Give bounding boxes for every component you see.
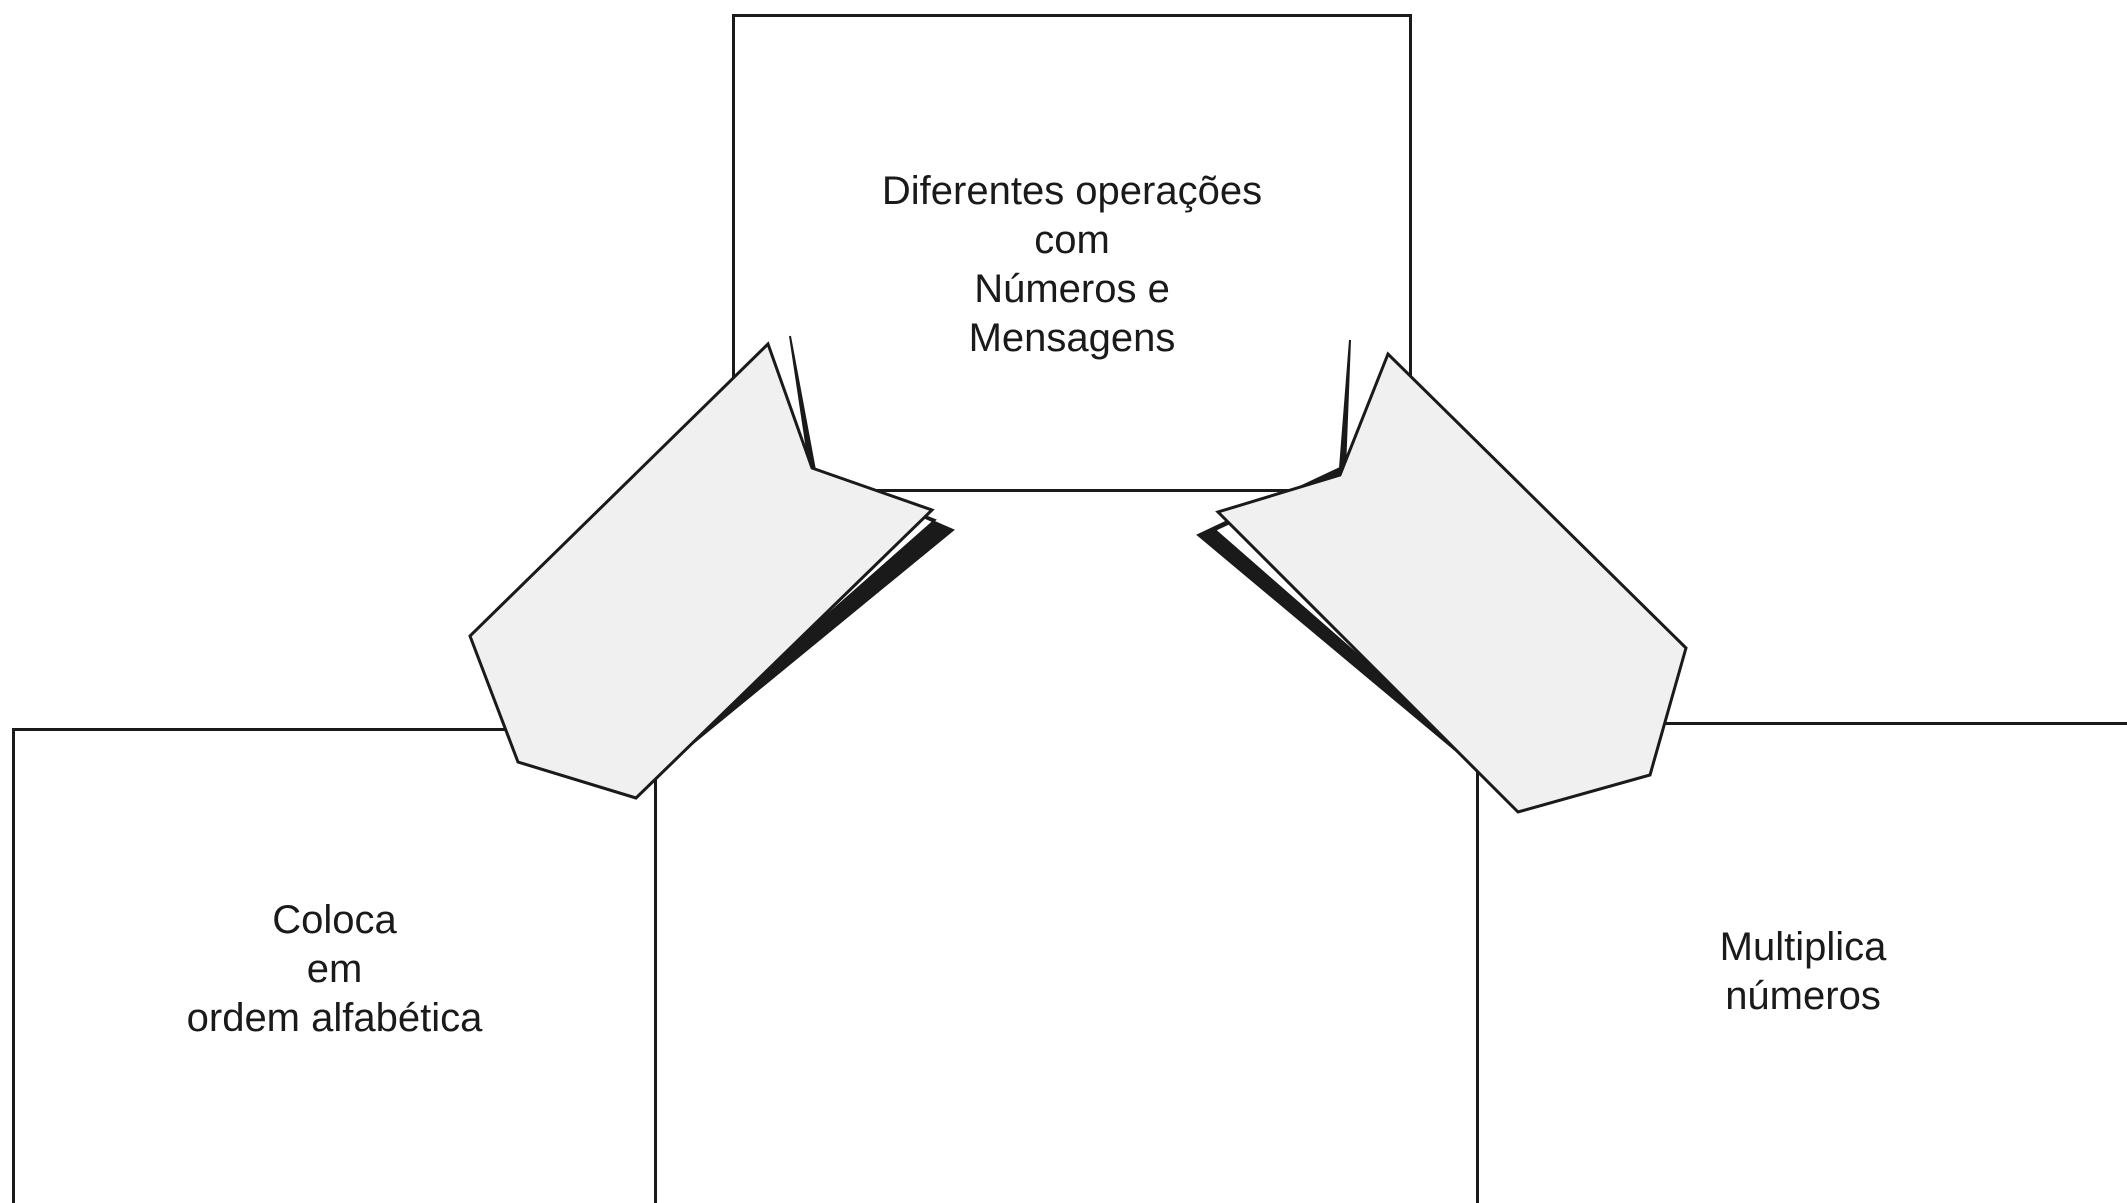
- box-alphabetical-line-2: em: [306, 947, 363, 991]
- box-operations-line-3: Números e: [974, 267, 1170, 311]
- box-multiply-label: Multiplica números: [1479, 923, 2127, 1021]
- box-multiply-line-1: Multiplica: [1719, 925, 1887, 969]
- box-multiply-line-2: números: [1725, 974, 1881, 1018]
- box-operations-line-2: com: [1034, 218, 1110, 262]
- box-alphabetical-line-1: Coloca: [272, 898, 397, 942]
- box-operations-line-4: Mensagens: [968, 316, 1176, 360]
- box-operations-label: Diferentes operações com Números e Mensa…: [735, 167, 1409, 363]
- box-operations-line-1: Diferentes operações: [881, 169, 1263, 213]
- box-alphabetical: Coloca em ordem alfabética: [12, 728, 657, 1203]
- box-operations: Diferentes operações com Números e Mensa…: [732, 14, 1412, 492]
- box-multiply: Multiplica números: [1476, 722, 2127, 1203]
- box-alphabetical-line-3: ordem alfabética: [186, 996, 483, 1040]
- box-alphabetical-label: Coloca em ordem alfabética: [15, 896, 654, 1043]
